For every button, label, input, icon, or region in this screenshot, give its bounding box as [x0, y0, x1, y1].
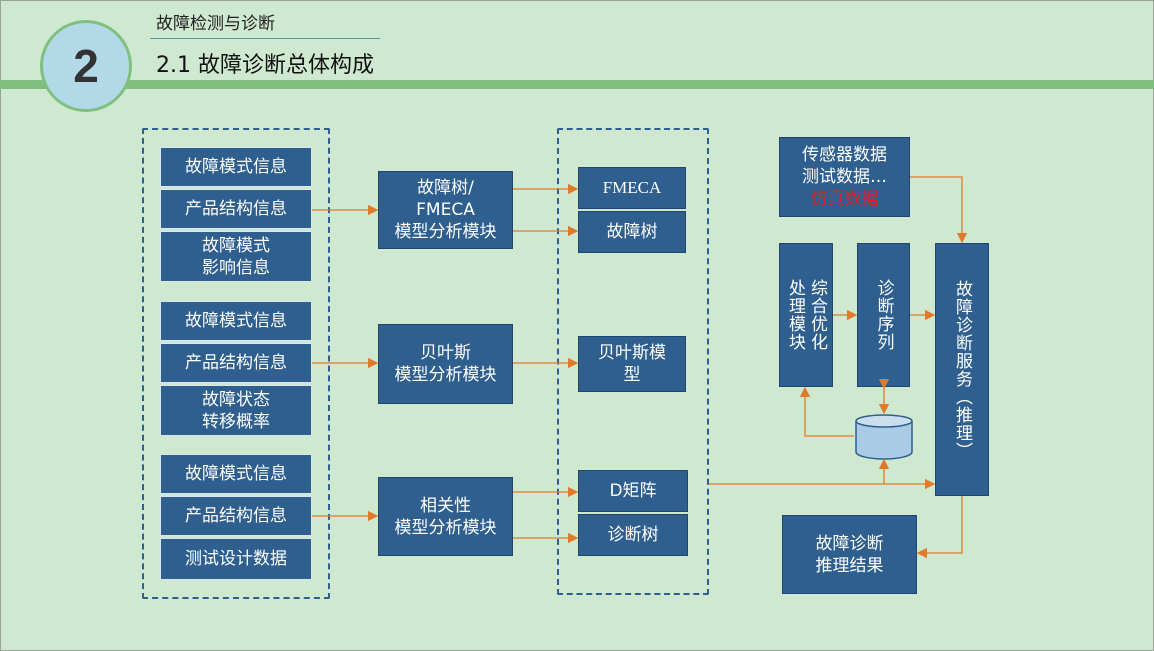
fault-diagnosis-service: 故障诊断服务（推理）: [935, 243, 989, 496]
input-fault-mode-info-3: 故障模式信息: [160, 454, 312, 494]
header-divider: [150, 38, 380, 39]
section-number-badge: 2: [40, 20, 132, 112]
input-fault-mode-info-2: 故障模式信息: [160, 301, 312, 341]
section-title: 故障检测与诊断: [156, 14, 275, 34]
input-product-structure-info-2: 产品结构信息: [160, 343, 312, 383]
input-fault-effect-info: 故障模式 影响信息: [160, 231, 312, 282]
simulation-data-label: 仿真数据: [810, 189, 879, 209]
model-diagnosis-tree: 诊断树: [578, 514, 688, 556]
model-bayes: 贝叶斯模 型: [578, 336, 686, 392]
header-band: [0, 80, 1154, 89]
model-d-matrix: D矩阵: [578, 470, 688, 512]
fault-tree-fmeca-module: 故障树/ FMECA 模型分析模块: [378, 171, 513, 249]
correlation-module: 相关性 模型分析模块: [378, 477, 513, 556]
diagnosis-sequence: 诊断序列: [857, 243, 910, 387]
input-product-structure-info-3: 产品结构信息: [160, 496, 312, 536]
model-fault-tree: 故障树: [578, 211, 686, 253]
data-sources: 传感器数据 测试数据… 仿真数据: [779, 137, 910, 217]
bayes-module: 贝叶斯 模型分析模块: [378, 324, 513, 404]
diagnosis-result: 故障诊断 推理结果: [782, 515, 917, 594]
model-fmeca: FMECA: [578, 167, 686, 209]
input-fault-transition-prob: 故障状态 转移概率: [160, 385, 312, 436]
models-group-container: [557, 128, 709, 595]
slide-title: 2.1 故障诊断总体构成: [156, 53, 374, 78]
optimization-module: 综合优化 处理模块: [779, 243, 833, 387]
input-fault-mode-info-1: 故障模式信息: [160, 147, 312, 187]
input-product-structure-info-1: 产品结构信息: [160, 189, 312, 229]
input-test-design-data: 测试设计数据: [160, 538, 312, 580]
